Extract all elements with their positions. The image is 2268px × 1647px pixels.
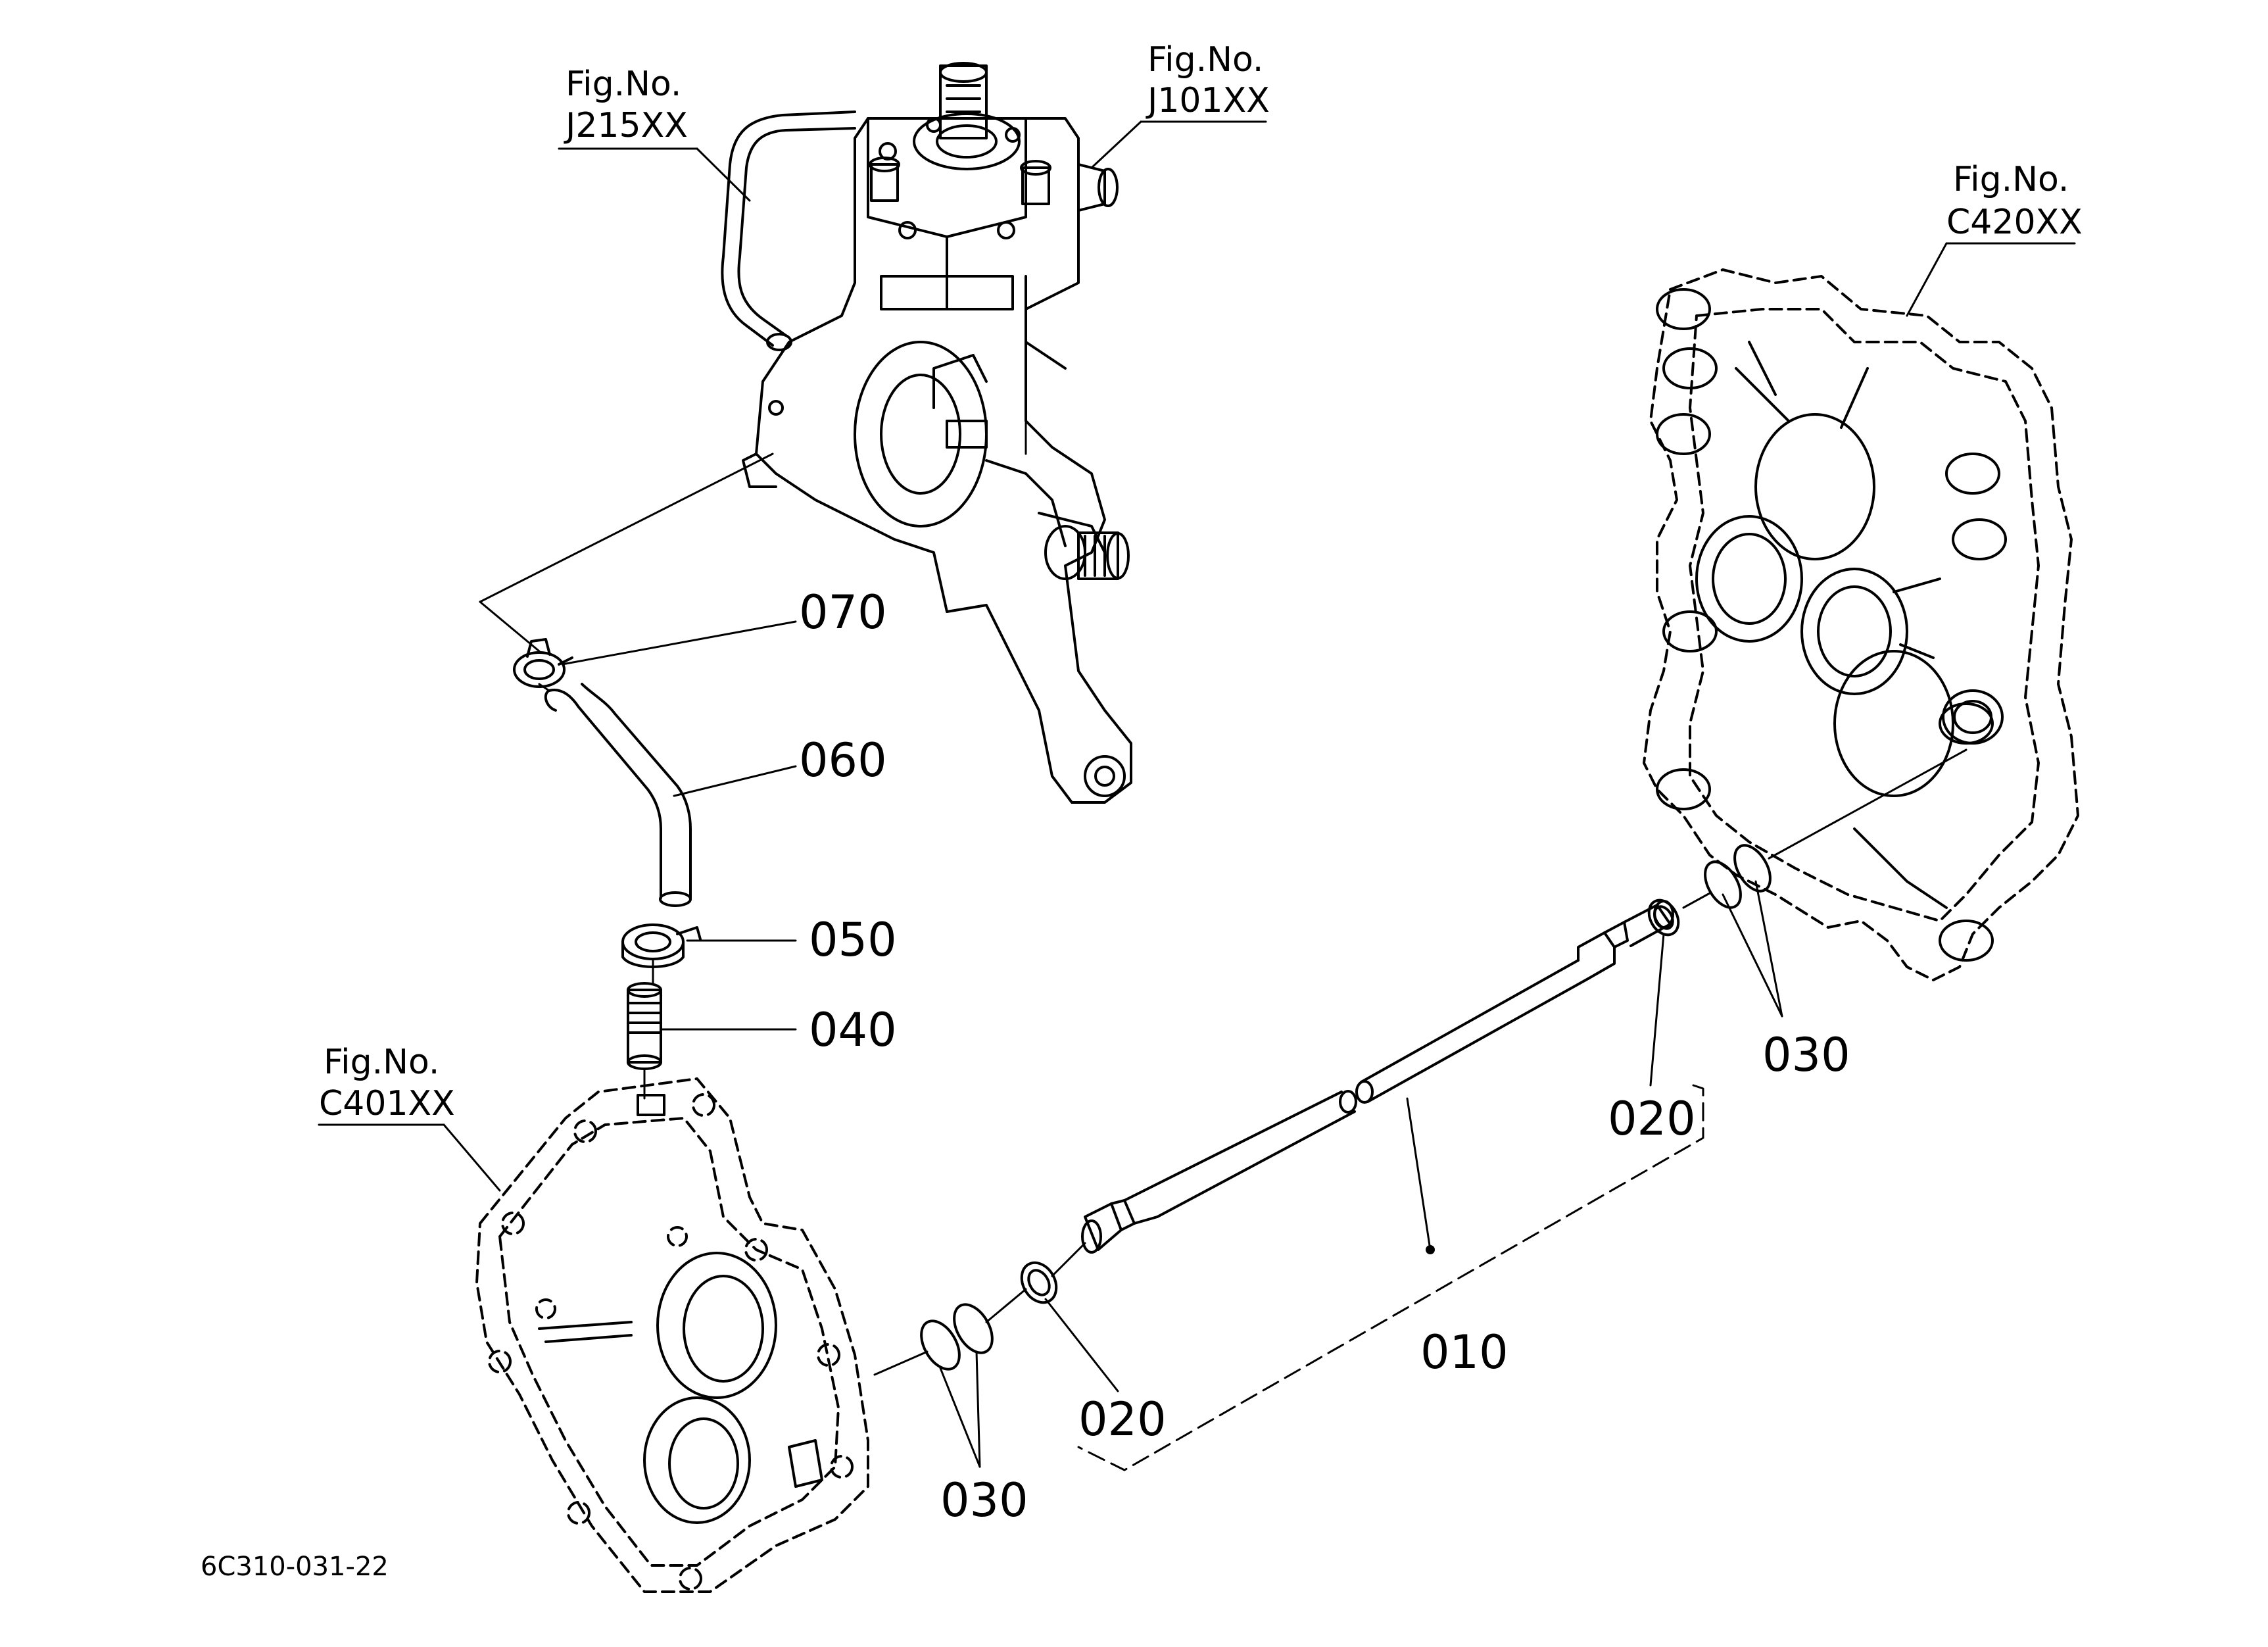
callout-020-left: 020 [1078,1392,1167,1446]
housing-c420-bosses [1656,288,2007,962]
part-060-hose [544,683,692,907]
part-040-nipple [627,982,662,1070]
housing-c401 [475,1077,869,1593]
fig-ref-j101-line1: Fig.No. [1147,40,1263,80]
fig-ref-j215-line1: Fig.No. [566,64,681,104]
part-020-ring-right [1647,898,1680,937]
part-030-orings-left [920,1303,994,1371]
callout-030-right: 030 [1762,1028,1850,1082]
part-050-clip [621,923,702,968]
center-lines [479,321,1967,1376]
part-030-orings-right [1704,844,1772,909]
callout-060: 060 [799,733,887,787]
callout-030-left: 030 [940,1473,1028,1527]
callout-010: 010 [1420,1325,1508,1379]
callout-020-right: 020 [1608,1092,1696,1146]
fig-ref-c420-line1: Fig.No. [1953,160,2069,199]
part-010-pipe-upper [1355,900,1674,1104]
part-010-bracket [1077,1084,1704,1471]
callout-070: 070 [799,585,887,639]
fig-ref-j101-line2: J101XX [1146,81,1270,120]
fig-ref-c401-line1: Fig.No. [324,1043,439,1082]
callout-040: 040 [809,1003,897,1057]
part-010-pipe-lower [1081,1090,1357,1254]
housing-c401-bores [538,1094,823,1524]
steering-pump-assembly [742,62,1132,804]
part-010-leader-dot [1426,1245,1435,1254]
return-tube-j215 [721,111,856,351]
part-020-ring-left [1020,1261,1058,1304]
leader-lines [318,120,2076,1468]
fig-ref-c401-line2: C401XX [319,1084,455,1123]
part-070-clip [513,638,573,688]
fig-ref-c420-line2: C420XX [1946,203,2083,242]
fig-ref-j215-line2: J215XX [564,106,688,145]
callout-050: 050 [809,913,897,967]
diagram-code: 6C310-031-22 [201,1552,389,1582]
housing-c420 [1643,268,2079,981]
